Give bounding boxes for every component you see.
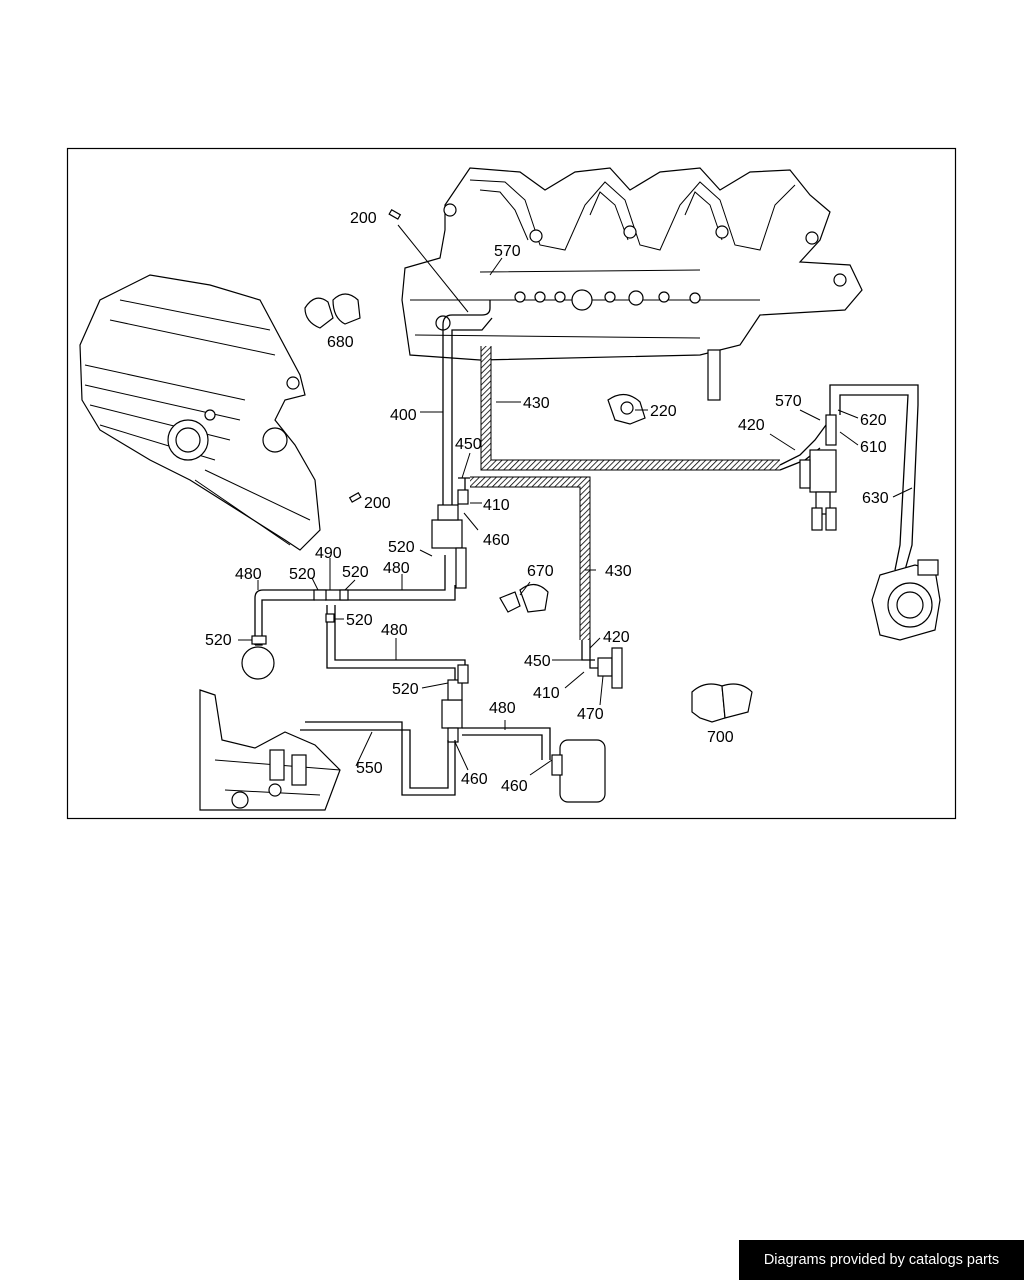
callout-470: 470 [577,706,604,723]
callout-630: 630 [862,490,889,507]
callout-200: 200 [364,495,391,512]
manifold-left [79,274,321,551]
valve-lower [441,664,469,743]
clip-220 [607,393,646,425]
callout-670: 670 [527,563,554,580]
callout-520: 520 [289,566,316,583]
callout-400: 400 [390,407,417,424]
callout-450: 450 [455,436,482,453]
callout-520: 520 [342,564,369,581]
line-430-upper [481,346,780,470]
callout-700: 700 [707,729,734,746]
callout-480: 480 [489,700,516,717]
footer-banner: Diagrams provided by catalogs parts [739,1240,1024,1280]
callout-620: 620 [860,412,887,429]
diagram-frame [66,147,957,820]
callout-430: 430 [605,563,632,580]
callout-410: 410 [483,497,510,514]
actuator-470 [581,640,623,689]
callout-200: 200 [350,210,377,227]
callout-450: 450 [524,653,551,670]
callout-570: 570 [494,243,521,260]
footer-text: Diagrams provided by catalogs parts [763,1252,1000,1268]
callout-460: 460 [501,778,528,795]
valve-upper [431,489,469,589]
vacuum-reservoir [551,739,606,803]
callout-520: 520 [205,632,232,649]
callout-520: 520 [388,539,415,556]
callout-420: 420 [603,629,630,646]
solenoid-right [799,414,837,531]
callout-490: 490 [315,545,342,562]
callout-520: 520 [392,681,419,698]
hose-480 [254,555,466,680]
callout-460: 460 [483,532,510,549]
callout-220: 220 [650,403,677,420]
callout-520: 520 [346,612,373,629]
callout-570: 570 [775,393,802,410]
hose-400 [442,300,493,505]
callout-550: 550 [356,760,383,777]
leader-lines [238,224,913,776]
line-430-lower [470,477,590,640]
callout-480: 480 [235,566,262,583]
clip-680 [304,293,361,329]
callout-460: 460 [461,771,488,788]
callout-420: 420 [738,417,765,434]
engine-block [199,689,341,811]
callouts: 200 570 680 400 430 220 420 570 620 610 … [205,210,889,795]
callout-480: 480 [383,560,410,577]
clip-670 [499,583,549,613]
callout-410: 410 [533,685,560,702]
callout-480: 480 [381,622,408,639]
hose-630 [829,384,919,571]
callout-430: 430 [523,395,550,412]
callout-610: 610 [860,439,887,456]
callout-680: 680 [327,334,354,351]
clip-700 [691,683,753,723]
manifold-upper [401,167,863,401]
throttle-body [871,559,941,641]
